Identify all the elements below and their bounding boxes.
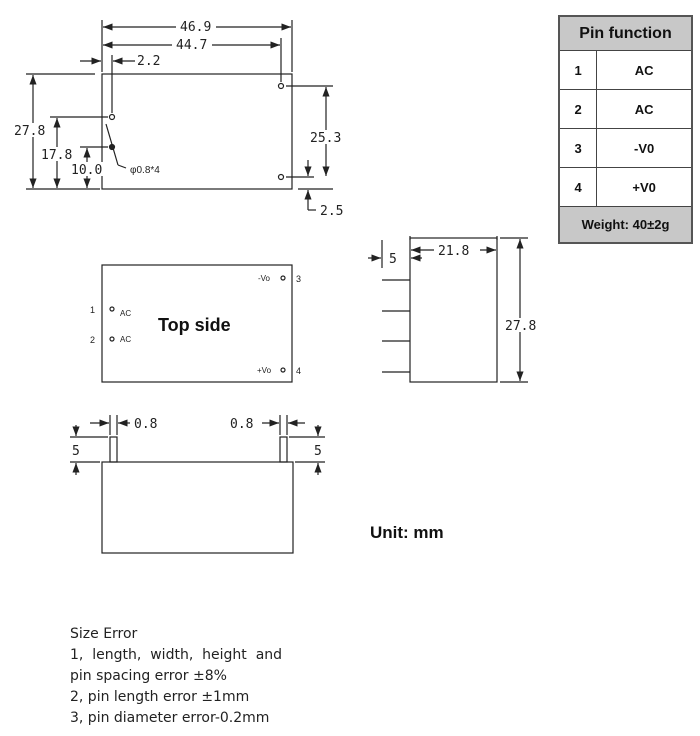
table-row: 4+V0 xyxy=(558,167,693,207)
pin-number: 3 xyxy=(296,274,301,284)
pin-hole xyxy=(108,143,116,151)
function-cell: +V0 xyxy=(596,167,693,207)
module-outline xyxy=(101,73,293,190)
dim-pin-len-right: 5 xyxy=(314,444,322,459)
pin-hole xyxy=(108,113,116,121)
pin-number: 4 xyxy=(296,366,301,376)
pin-hole xyxy=(277,173,285,181)
unit-label: Unit: mm xyxy=(370,523,444,542)
pin-cell: 3 xyxy=(558,128,598,168)
dim-right-span: 25.3 xyxy=(310,131,341,146)
pin-label: AC xyxy=(120,335,131,344)
dim-pin-width-left: 0.8 xyxy=(134,417,157,432)
dim-pin-len-left: 5 xyxy=(72,444,80,459)
dim-side-height: 27.8 xyxy=(505,319,536,334)
top-side-title: Top side xyxy=(158,315,231,335)
dim-bottom-offset: 2.5 xyxy=(320,204,343,219)
pin-number: 1 xyxy=(90,305,95,315)
note-line: pin spacing error ±8% xyxy=(70,668,227,684)
function-cell: AC xyxy=(596,50,693,90)
pin-cell: 1 xyxy=(558,50,598,90)
dim-pin-length: 5 xyxy=(389,252,397,267)
table-row: 3-V0 xyxy=(558,128,693,168)
function-cell: AC xyxy=(596,89,693,129)
notes-title: Size Error xyxy=(70,626,138,642)
note-line: 1, length, width, height and xyxy=(70,647,283,663)
pin-label: +Vo xyxy=(257,366,272,375)
dim-pin-width-right: 0.8 xyxy=(230,417,253,432)
table-header: Pin function xyxy=(558,15,693,51)
front-view: 0.8 0.8 5 5 Unit: mm xyxy=(70,415,444,554)
side-view: 21.8 5 27.8 xyxy=(368,236,544,383)
dim-total-width: 46.9 xyxy=(180,20,211,35)
top-view: 46.9 44.7 2.2 27.8 17.8 10.0 25.3 2.5 φ0… xyxy=(12,19,346,219)
pin-diameter: φ0.8*4 xyxy=(130,165,160,176)
note-line: 2, pin length error ±1mm xyxy=(70,689,250,705)
pin-label: -Vo xyxy=(258,274,271,283)
pin-cell: 4 xyxy=(558,167,598,207)
weight-cell: Weight: 40±2g xyxy=(558,206,693,244)
dim-height: 27.8 xyxy=(14,124,45,139)
function-cell: -V0 xyxy=(596,128,693,168)
size-error-notes: Size Error 1, length, width, height and … xyxy=(70,624,310,729)
pin-hole xyxy=(277,82,285,90)
pin-cell: 2 xyxy=(558,89,598,129)
pin-label: AC xyxy=(120,309,131,318)
dim-depth: 21.8 xyxy=(438,244,469,259)
top-side-view: Top side 1 AC 2 AC -Vo 3 +Vo 4 xyxy=(90,264,301,383)
dim-pin2: 10.0 xyxy=(71,163,102,178)
dim-pin-span: 44.7 xyxy=(176,38,207,53)
dim-pin1: 17.8 xyxy=(41,148,72,163)
pin-number: 2 xyxy=(90,335,95,345)
note-line: 3, pin diameter error-0.2mm xyxy=(70,710,270,726)
dim-pin-offset: 2.2 xyxy=(137,54,160,69)
